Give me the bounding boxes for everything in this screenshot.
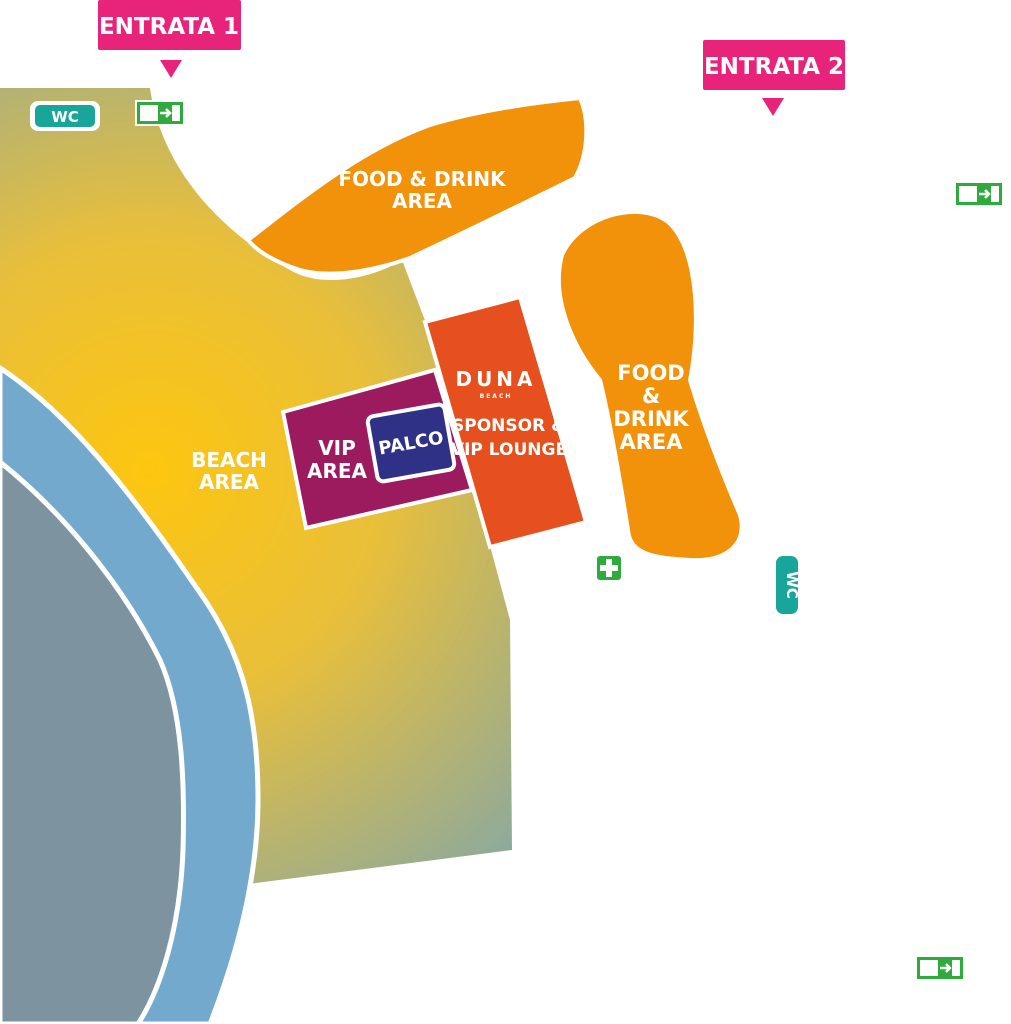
- entrance-marker-icon: [762, 98, 784, 116]
- sponsor-lounge-label-line2: VIP LOUNGE: [451, 440, 567, 460]
- wc-right[interactable]: [772, 552, 802, 618]
- stage-palco[interactable]: [365, 402, 457, 484]
- wc-top-left-label: WC: [51, 108, 79, 126]
- vip-area-label-line2: AREA: [307, 459, 368, 483]
- entrance-2-label: ENTRATA 2: [704, 54, 844, 80]
- food-drink-right-label-line4: AREA: [619, 430, 683, 454]
- first-aid-icon[interactable]: [594, 553, 624, 583]
- entrance-1-label: ENTRATA 1: [99, 14, 239, 40]
- food-drink-top-label-line2: AREA: [392, 189, 453, 213]
- wc-top-left[interactable]: [30, 101, 100, 131]
- sponsor-brand-sub: BEACH: [480, 393, 513, 400]
- food-drink-right-label-line3: DRINK: [613, 407, 689, 431]
- beach-area-label-line2: AREA: [199, 470, 260, 494]
- emergency-exit-icon: [135, 100, 185, 126]
- emergency-exit-icon: [915, 955, 965, 981]
- food-drink-top-label-line1: FOOD & DRINK: [338, 167, 507, 191]
- sponsor-brand-logo: DUNA: [455, 367, 536, 391]
- food-drink-area-top[interactable]: [245, 95, 589, 276]
- entrance-1-marker[interactable]: [98, 0, 241, 78]
- beach-area-label-line1: BEACH: [191, 448, 267, 472]
- entrance-2-marker[interactable]: [703, 40, 845, 116]
- vip-area-label-line1: VIP: [318, 436, 356, 460]
- food-drink-right-label-line2: &: [642, 384, 660, 408]
- entrance-marker-icon: [160, 60, 182, 78]
- sponsor-lounge-label-line1: SPONSOR &: [452, 416, 566, 436]
- food-drink-right-label-line1: FOOD: [617, 361, 684, 385]
- water-area: [0, 458, 187, 1024]
- wc-right-label: WC: [783, 571, 801, 599]
- emergency-exit-icon: [954, 181, 1004, 207]
- food-drink-area-right[interactable]: [556, 209, 744, 563]
